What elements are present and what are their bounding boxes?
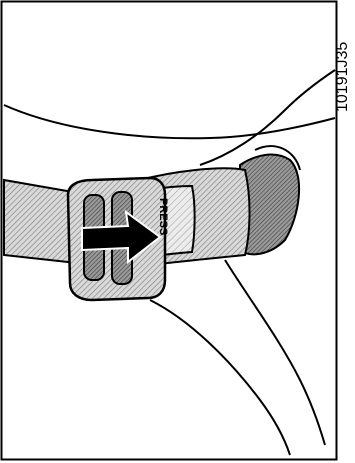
figure-code: 10191J35 [331, 4, 353, 114]
buckle-label: PRESS [157, 198, 169, 235]
figure-code-text: 10191J35 [334, 42, 351, 112]
